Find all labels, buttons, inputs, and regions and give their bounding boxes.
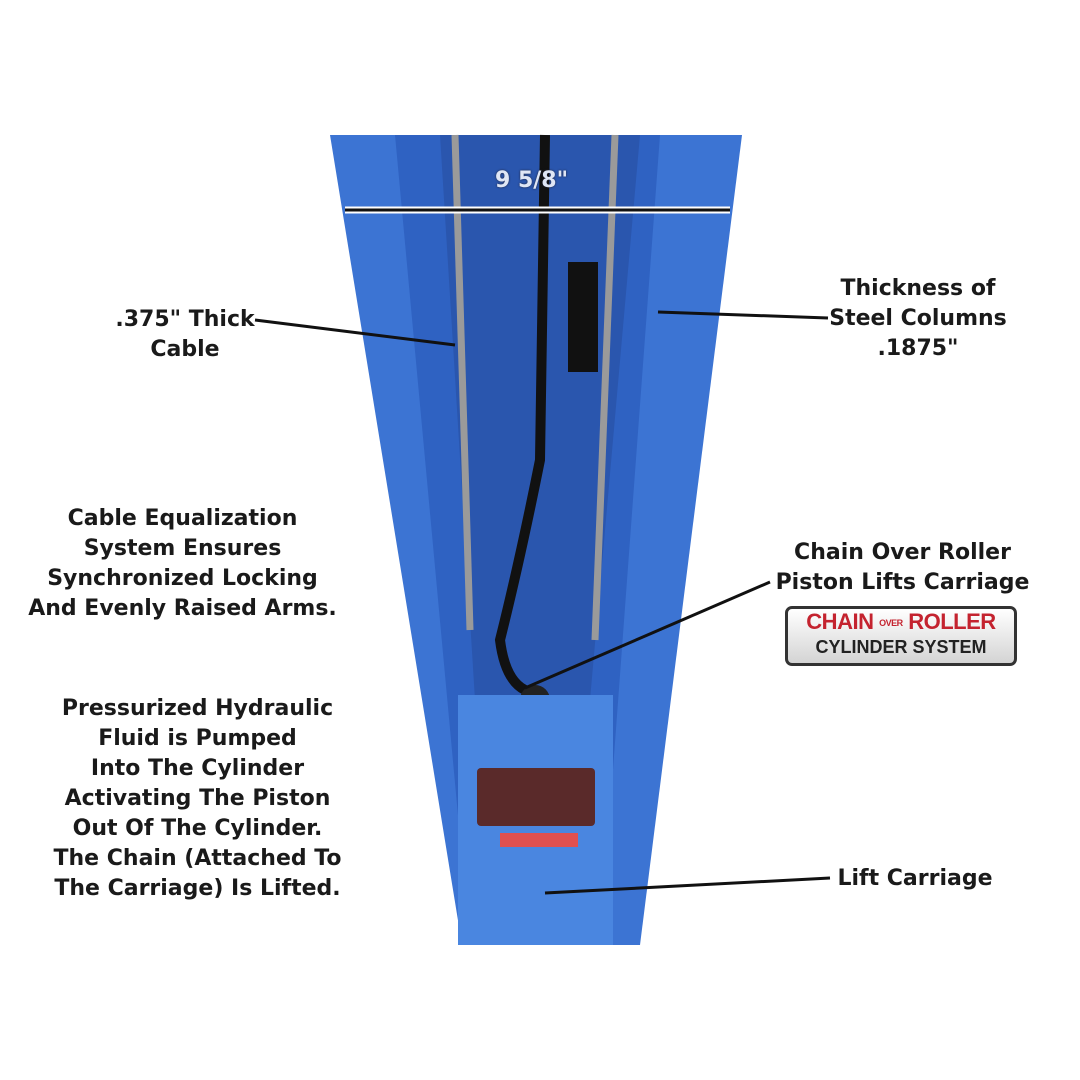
badge-chain: CHAIN xyxy=(806,609,874,634)
chain-over-roller-label: Chain Over Roller Piston Lifts Carriage xyxy=(775,540,1030,595)
badge-cylinder-system: CYLINDER SYSTEM xyxy=(815,637,987,658)
badge-roller: ROLLER xyxy=(908,609,996,634)
left-cable xyxy=(451,134,474,631)
hydraulic-hose xyxy=(494,134,550,695)
cable-label: .375" Thick Cable xyxy=(115,307,255,362)
hydraulic-label: Pressurized Hydraulic Fluid is Pumped In… xyxy=(53,696,342,901)
width-dimension-label: 9 5/8" xyxy=(495,168,569,193)
warning-sticker xyxy=(500,833,578,847)
lift-carriage-label: Lift Carriage xyxy=(837,866,993,891)
pulley-bracket xyxy=(568,262,598,372)
cable-equalization-label: Cable Equalization System Ensures Synchr… xyxy=(28,506,337,621)
chain-over-roller-badge: CHAIN OVER ROLLER CYLINDER SYSTEM xyxy=(785,606,1017,666)
leader-lines xyxy=(254,206,831,895)
column-thickness-label: Thickness of Steel Columns .1875" xyxy=(829,276,1007,361)
right-cable xyxy=(591,134,619,641)
carriage-pad xyxy=(477,768,595,826)
badge-over: OVER xyxy=(879,618,903,629)
